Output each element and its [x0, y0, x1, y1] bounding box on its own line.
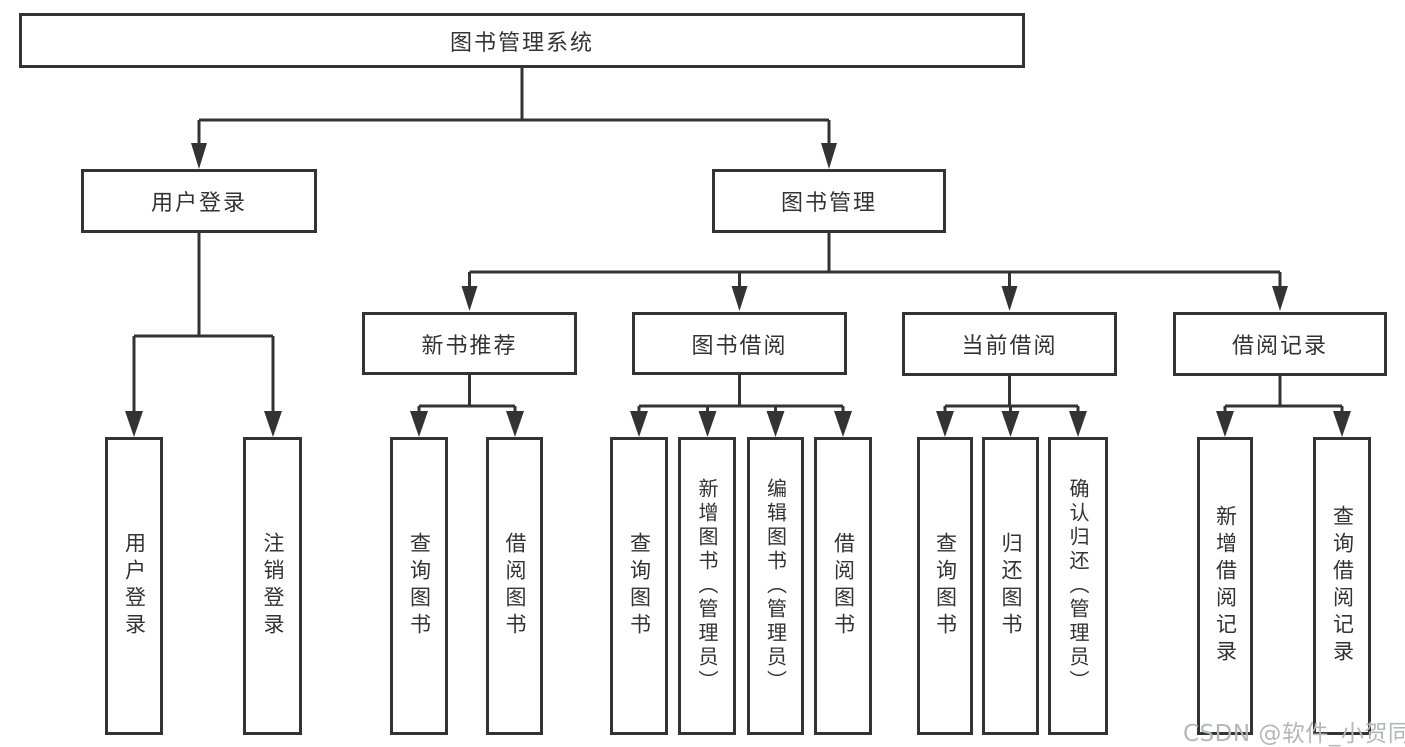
leaf-logout: 注销登录	[243, 437, 302, 735]
leaf-borrow-books: 借阅图书	[814, 437, 872, 735]
leaf-query-borrow-record: 查询借阅记录	[1313, 437, 1371, 735]
node-new-book-recommend: 新书推荐	[362, 312, 577, 375]
leaf-query-books: 查询图书	[917, 437, 973, 735]
leaf-user-login: 用户登录	[105, 437, 163, 735]
leaf-query-books: 查询图书	[610, 437, 668, 735]
node-book-management-branch: 图书管理	[712, 169, 946, 233]
leaf-add-borrow-record: 新增借阅记录	[1197, 437, 1253, 735]
leaf-confirm-return-admin: 确认归还（管理员）	[1048, 437, 1108, 735]
leaf-edit-books-admin: 编辑图书（管理员）	[747, 437, 804, 735]
leaf-add-books-admin: 新增图书（管理员）	[678, 437, 736, 735]
node-borrow-records: 借阅记录	[1173, 312, 1387, 376]
leaf-query-books: 查询图书	[390, 437, 448, 735]
node-user-login-branch: 用户登录	[81, 169, 317, 233]
node-current-borrow: 当前借阅	[902, 312, 1117, 376]
leaf-return-books: 归还图书	[982, 437, 1039, 735]
leaf-borrow-books: 借阅图书	[486, 437, 543, 735]
csdn-watermark: CSDN @软件_小贺同学	[1183, 721, 1405, 747]
node-root-system: 图书管理系统	[19, 13, 1025, 68]
node-book-borrow: 图书借阅	[632, 312, 847, 375]
